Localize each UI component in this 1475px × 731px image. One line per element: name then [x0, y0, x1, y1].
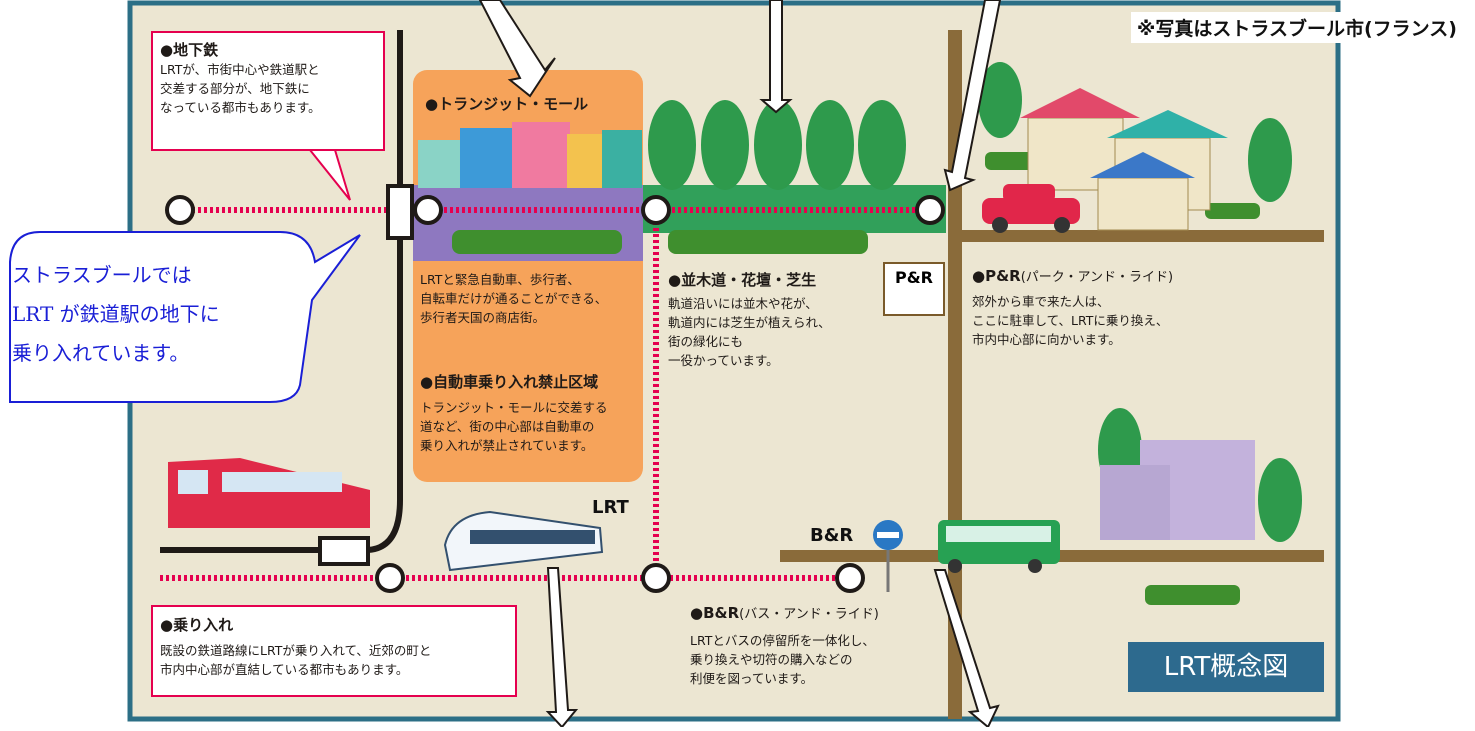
lrt-label: LRT	[592, 497, 629, 518]
subway-body: LRTが、市街中心や鉄道駅と 交差する部分が、地下鉄に なっている都市もあります…	[160, 62, 321, 115]
car-icon	[982, 184, 1080, 233]
apartment-building	[1100, 440, 1255, 540]
subway-title: ●地下鉄	[160, 41, 219, 59]
subway-info: ●地下鉄 LRTが、市街中心や鉄道駅と 交差する部分が、地下鉄に なっている都市…	[160, 40, 380, 117]
callout-bubble	[9, 231, 361, 403]
park-ride-body: 郊外から車で来た人は、 ここに駐車して、LRTに乗り換え、 市内中心部に向かいま…	[972, 294, 1169, 347]
through-service-title: ●乗り入れ	[160, 616, 234, 634]
stations	[165, 184, 945, 593]
trees-info: ●並木道・花壇・芝生 軌道沿いには並木や花が、 軌道内には芝生が植えられ、 街の…	[668, 270, 878, 370]
park-ride-sign: P&R	[883, 262, 945, 316]
through-service-box-frame	[151, 605, 517, 697]
transit-mall-info: LRTと緊急自動車、歩行者、 自転車だけが通ることができる、 歩行者天国の商店街…	[420, 270, 642, 327]
houses	[1020, 88, 1228, 231]
flower-beds	[452, 152, 1260, 605]
callout-text: ストラスブールでは LRT が鉄道駅の地下に 乗り入れています。	[12, 263, 220, 365]
lrt-track	[160, 207, 930, 581]
subway-box-frame	[151, 31, 385, 201]
no-car-title: ●自動車乗り入れ禁止区域	[420, 373, 599, 391]
bus-ride-body: LRTとバスの停留所を一体化し、 乗り換えや切符の購入などの 利便を図っています…	[690, 633, 875, 686]
transit-mall-heading: ●トランジット・モール	[425, 94, 640, 114]
photo-arrows	[478, 0, 1002, 729]
regional-train-icon	[168, 458, 370, 528]
no-car-info: ●自動車乗り入れ禁止区域 トランジット・モールに交差する 道など、街の中心部は自…	[420, 372, 642, 455]
shop-row	[418, 122, 642, 188]
bus-ride-title: ●B&R	[690, 604, 740, 622]
transit-mall-body: LRTと緊急自動車、歩行者、 自転車だけが通ることができる、 歩行者天国の商店街…	[420, 272, 608, 325]
photo-note: ※写真はストラスブール市(フランス)	[1130, 12, 1463, 43]
trees-title: ●並木道・花壇・芝生	[668, 271, 817, 289]
no-car-body: トランジット・モールに交差する 道など、街の中心部は自動車の 乗り入れが禁止され…	[420, 400, 608, 453]
diagram-title: LRT概念図	[1128, 642, 1324, 692]
park-ride-info: ●P&R(パーク・アンド・ライド) 郊外から車で来た人は、 ここに駐車して、LR…	[972, 266, 1302, 349]
lrt-tram-icon	[443, 510, 604, 572]
railway-line	[160, 30, 403, 553]
bus-ride-title-sub: (バス・アンド・ライド)	[739, 607, 879, 622]
through-service-info: ●乗り入れ 既設の鉄道路線にLRTが乗り入れて、近郊の町と 市内中心部が直結して…	[160, 615, 510, 679]
bus-ride-sign-label: B&R	[810, 525, 854, 546]
park-ride-title-sub: (パーク・アンド・ライド)	[1020, 270, 1174, 285]
bus-ride-info: ●B&R(バス・アンド・ライド) LRTとバスの停留所を一体化し、 乗り換えや切…	[690, 603, 950, 688]
bus-icon	[938, 520, 1060, 573]
transit-mall-title: ●トランジット・モール	[425, 95, 589, 113]
park-ride-title: ●P&R	[972, 267, 1021, 285]
through-service-body: 既設の鉄道路線にLRTが乗り入れて、近郊の町と 市内中心部が直結している都市もあ…	[160, 643, 432, 677]
bus-stop-sign-icon	[873, 520, 903, 592]
trees-body: 軌道沿いには並木や花が、 軌道内には芝生が植えられ、 街の緑化にも 一役かってい…	[668, 296, 831, 368]
